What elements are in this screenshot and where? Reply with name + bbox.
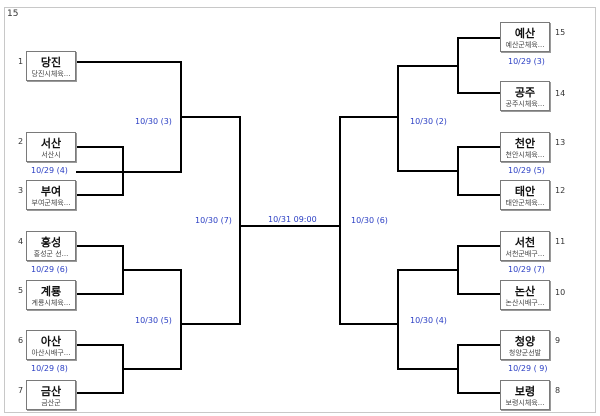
seed-number: 11 [555,237,566,246]
team-name: 홍성 [40,236,62,249]
team-venue: 당진시체육... [31,70,71,78]
bracket-line [457,37,500,94]
team-box-geumsan[interactable]: 금산 금산군 [26,380,76,410]
seed-number: 5 [18,286,24,295]
team-box-asan[interactable]: 아산 아산시배구... [26,330,76,360]
match-date: 10/29 (6) [31,265,68,274]
seed-number: 15 [555,28,566,37]
team-venue: 예산군체육... [505,41,545,49]
team-venue: 공주시체육... [505,100,545,108]
match-date: 10/30 (7) [195,216,232,225]
seed-number: 4 [18,237,24,246]
match-date: 10/30 (5) [135,316,172,325]
seed-number: 13 [555,138,566,147]
seed-number: 3 [18,186,24,195]
match-date: 10/29 (5) [508,166,545,175]
team-name: 공주 [514,86,536,99]
team-venue: 금산군 [41,399,61,407]
seed-number: 6 [18,336,24,345]
team-box-gongju[interactable]: 공주 공주시체육... [500,81,550,111]
team-venue: 청양군선발 [508,349,542,357]
team-name: 예산 [514,27,536,40]
match-date: 10/30 (2) [410,117,447,126]
match-date: 10/29 (3) [508,57,545,66]
team-box-boryeong[interactable]: 보령 보령시체육... [500,380,550,410]
match-date: 10/29 (7) [508,265,545,274]
team-name: 청양 [514,335,536,348]
team-box-nonsan[interactable]: 논산 논산시배구... [500,280,550,310]
team-box-gyeryong[interactable]: 계룡 계룡시체육... [26,280,76,310]
bracket-line [457,344,500,394]
final-date: 10/31 09:00 [268,215,317,224]
team-venue: 태안군체육... [505,199,545,207]
team-box-yesan[interactable]: 예산 예산군체육... [500,22,550,52]
team-venue: 천안시체육... [505,151,545,159]
team-name: 천안 [514,137,536,150]
team-venue: 서산시 [41,151,61,159]
bracket-line [181,116,241,325]
team-name: 보령 [514,385,536,398]
team-box-hongseong[interactable]: 홍성 홍성군 선... [26,231,76,261]
bracket-line [76,245,124,295]
team-venue: 부여군체육... [31,199,71,207]
team-box-cheongyang[interactable]: 청양 청양군선발 [500,330,550,360]
bracket-line [397,65,458,172]
team-name: 서산 [40,137,62,150]
match-date: 10/30 (6) [351,216,388,225]
match-date: 10/30 (3) [135,117,172,126]
team-box-taean[interactable]: 태안 태안군체육... [500,180,550,210]
seed-number: 1 [18,57,24,66]
team-box-cheonan[interactable]: 천안 천안시체육... [500,132,550,162]
seed-number: 9 [555,336,561,345]
team-venue: 계룡시체육... [31,299,71,307]
team-name: 태안 [514,185,536,198]
team-venue: 서천군배구... [505,250,545,258]
bracket-frame [4,7,596,413]
match-date: 10/29 (8) [31,364,68,373]
team-venue: 홍성군 선... [33,250,69,258]
team-venue: 논산시배구... [505,299,545,307]
team-venue: 아산시배구... [31,349,71,357]
seed-number: 14 [555,89,566,98]
match-date: 10/29 (4) [31,166,68,175]
team-box-seocheon[interactable]: 서천 서천군배구... [500,231,550,261]
team-name: 부여 [40,185,62,198]
bracket-line [457,245,500,295]
team-name: 금산 [40,385,62,398]
seed-number: 12 [555,186,566,195]
team-name: 아산 [40,335,62,348]
seed-number: 8 [555,386,561,395]
bracket-line [339,116,398,325]
bracket-title: 15 [7,9,19,19]
seed-number: 2 [18,137,24,146]
seed-number: 10 [555,288,566,297]
bracket-line [397,269,458,370]
bracket-line [76,344,124,394]
team-venue: 보령시체육... [505,399,545,407]
bracket-line [123,269,182,370]
team-name: 계룡 [40,285,62,298]
team-name: 논산 [514,285,536,298]
team-name: 당진 [40,56,62,69]
team-box-seosan[interactable]: 서산 서산시 [26,132,76,162]
team-name: 서천 [514,236,536,249]
match-date: 10/30 (4) [410,316,447,325]
seed-number: 7 [18,386,24,395]
team-box-buyeo[interactable]: 부여 부여군체육... [26,180,76,210]
match-date: 10/29 ( 9) [508,364,548,373]
bracket-line [457,146,500,196]
team-box-dangjin[interactable]: 당진 당진시체육... [26,51,76,81]
bracket-line [76,146,124,196]
